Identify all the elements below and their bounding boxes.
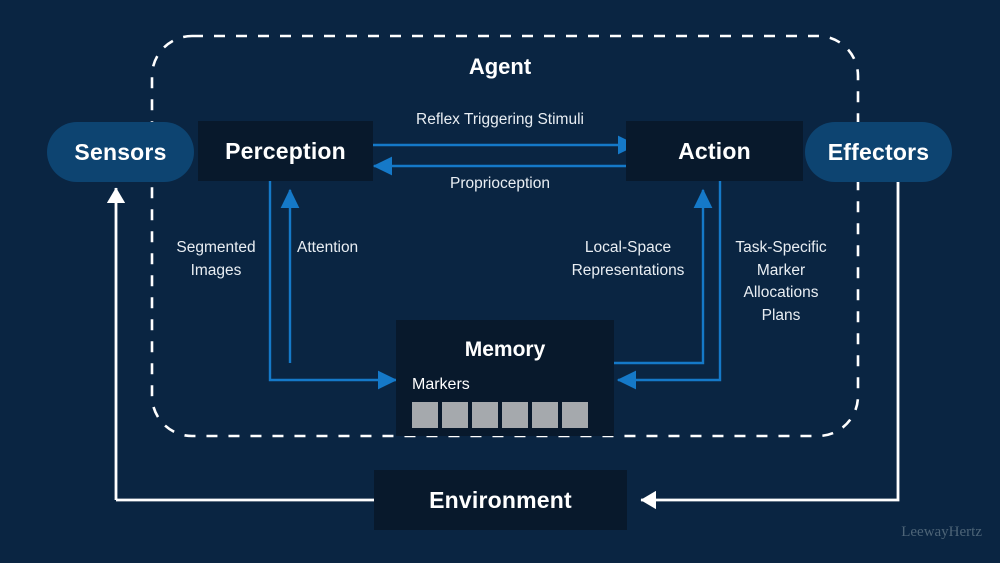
node-sensors-label: Sensors (74, 138, 167, 165)
edge-label-segmented-images: Segmented Images (176, 239, 256, 279)
watermark: LeewayHertz (901, 524, 982, 540)
node-environment-label: Environment (429, 486, 572, 513)
node-action-label: Action (678, 137, 751, 164)
marker-cell[interactable] (412, 402, 438, 428)
edge-label-reflex-triggering-stimuli: Reflex Triggering Stimuli (416, 111, 584, 128)
edge-label-task-specific: Task-Specific Marker Allocations Plans (735, 239, 827, 324)
node-memory[interactable]: Memory Markers (396, 320, 614, 436)
marker-cell[interactable] (472, 402, 498, 428)
edge-label-attention: Attention (297, 239, 359, 256)
edge-task-specific (616, 181, 722, 390)
edge-label-proprioception: Proprioception (450, 175, 550, 192)
edge-label-local-space-representations: Local-Space Representations (571, 239, 685, 279)
page-title: Agent (468, 54, 532, 79)
node-effectors-label: Effectors (827, 138, 930, 165)
node-sensors[interactable]: Sensors (47, 122, 194, 182)
marker-cell[interactable] (502, 402, 528, 428)
markers-row (412, 402, 600, 428)
edge-local-space-representations (613, 188, 713, 365)
marker-cell[interactable] (532, 402, 558, 428)
agent-boundary (150, 34, 860, 438)
edge-segmented-images (268, 181, 398, 390)
node-perception-label: Perception (225, 137, 346, 164)
node-effectors[interactable]: Effectors (805, 122, 952, 182)
edge-effectors-to-environment (640, 182, 900, 510)
node-memory-label: Memory (464, 338, 546, 361)
markers-label: Markers (412, 376, 470, 393)
node-action[interactable]: Action (626, 121, 803, 181)
marker-cell[interactable] (442, 402, 468, 428)
marker-cell[interactable] (562, 402, 588, 428)
node-environment[interactable]: Environment (374, 470, 627, 530)
node-perception[interactable]: Perception (198, 121, 373, 181)
